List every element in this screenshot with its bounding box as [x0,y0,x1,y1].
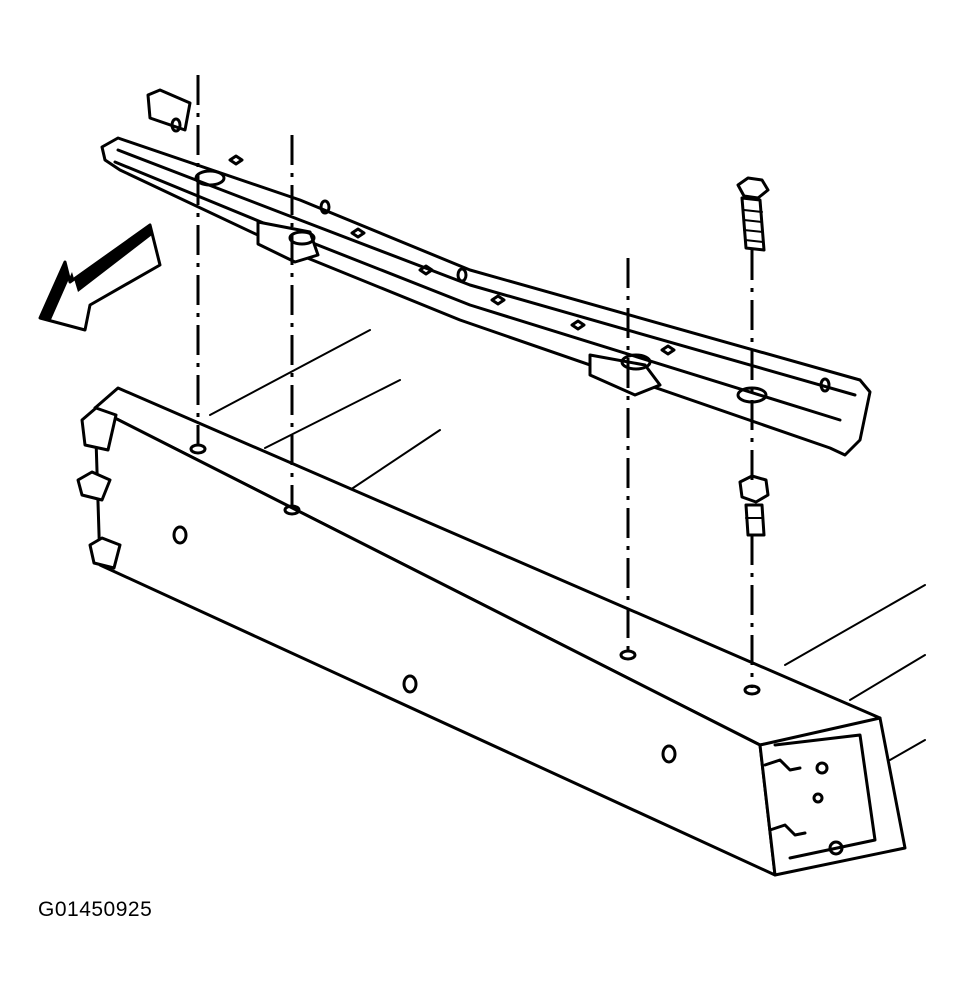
alignment-lines [196,75,754,688]
forward-arrow-icon [38,223,162,332]
background-floor-lines [209,329,926,761]
lower-beam [76,386,907,877]
figure-id-label: G01450925 [38,898,153,921]
bolt-icon [736,176,770,252]
nut-icon [738,474,770,537]
upper-rail-bracket [100,88,872,457]
